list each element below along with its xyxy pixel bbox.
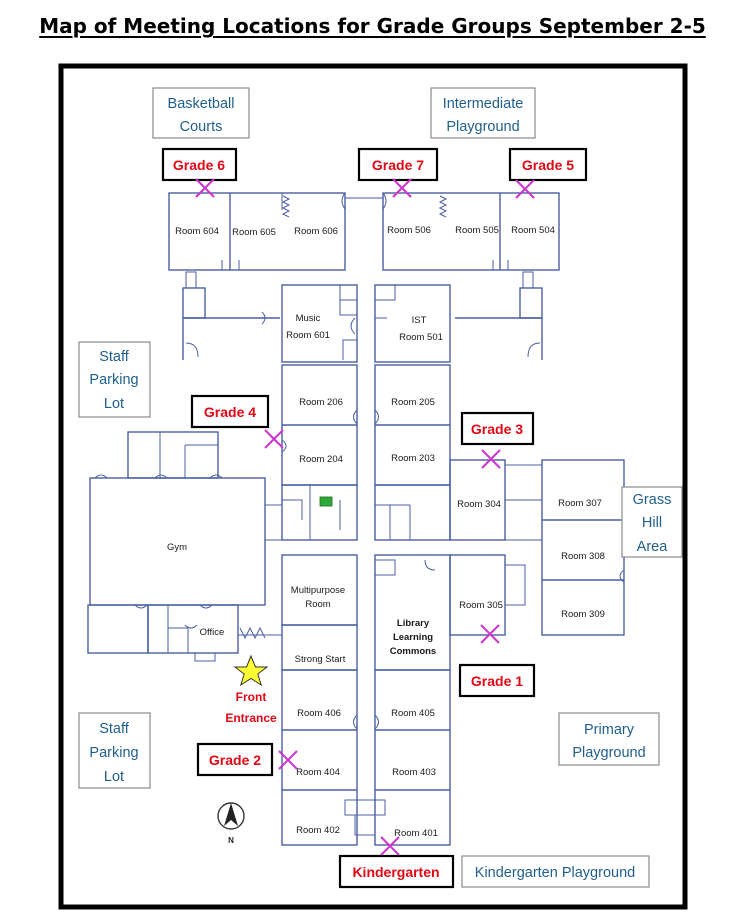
svg-text:Grade 1: Grade 1 <box>471 673 523 689</box>
room-405: Room 405 <box>391 708 435 719</box>
front-entrance: Front Entrance <box>225 654 277 725</box>
area-basketball-courts: Basketball Courts <box>152 87 250 139</box>
svg-text:Hill: Hill <box>642 515 662 531</box>
room-304: Room 304 <box>457 499 501 510</box>
svg-text:Playground: Playground <box>446 119 519 135</box>
area-staff-parking-top: Staff Parking Lot <box>78 341 151 418</box>
svg-text:Front: Front <box>236 690 267 704</box>
room-308: Room 308 <box>561 551 605 562</box>
grade-5-label: Grade 5 <box>508 147 588 182</box>
x-mark-icon <box>392 178 412 198</box>
compass-icon: N <box>217 802 245 845</box>
room-204: Room 204 <box>299 454 343 465</box>
x-mark-icon <box>264 429 284 449</box>
room-gym: Gym <box>167 542 187 553</box>
library-learning-commons: Library <box>397 618 430 629</box>
svg-text:Courts: Courts <box>180 119 223 135</box>
room-504: Room 504 <box>511 225 555 236</box>
x-mark-icon <box>380 836 400 856</box>
kindergarten-label: Kindergarten <box>338 854 455 889</box>
grade-4-label: Grade 4 <box>190 394 270 429</box>
svg-text:Parking: Parking <box>89 372 138 388</box>
svg-text:Staff: Staff <box>99 349 130 365</box>
grade-1-label: Grade 1 <box>458 663 536 698</box>
area-primary-playground: Primary Playground <box>558 712 660 766</box>
room-604: Room 604 <box>175 226 219 237</box>
room-401: Room 401 <box>394 828 438 839</box>
svg-text:Parking: Parking <box>89 745 138 761</box>
svg-text:Kindergarten Playground: Kindergarten Playground <box>475 865 635 881</box>
star-icon <box>233 654 269 687</box>
x-mark-icon <box>515 179 535 199</box>
room-strong-start: Strong Start <box>295 654 346 665</box>
svg-text:Grade 7: Grade 7 <box>372 157 424 173</box>
room-305: Room 305 <box>459 600 503 611</box>
room-501: Room 501 <box>399 332 443 343</box>
building-walls <box>87 192 625 846</box>
svg-text:Kindergarten: Kindergarten <box>352 864 439 880</box>
room-203: Room 203 <box>391 453 435 464</box>
room-206: Room 206 <box>299 397 343 408</box>
room-601: Room 601 <box>286 330 330 341</box>
room-music: Music <box>296 313 321 324</box>
room-402: Room 402 <box>296 825 340 836</box>
elevator-icon <box>319 496 333 507</box>
svg-text:Learning: Learning <box>393 632 433 643</box>
map-frame <box>58 63 688 910</box>
area-grass-hill: Grass Hill Area <box>621 486 683 558</box>
area-intermediate-playground: Intermediate Playground <box>430 87 536 139</box>
grade-3-label: Grade 3 <box>460 411 535 446</box>
x-mark-icon <box>195 178 215 198</box>
svg-text:Grade 5: Grade 5 <box>522 157 574 173</box>
compass-north-label: N <box>228 836 234 845</box>
room-404: Room 404 <box>296 767 340 778</box>
svg-text:Room: Room <box>305 599 330 610</box>
svg-text:Primary: Primary <box>584 722 635 738</box>
svg-text:Commons: Commons <box>390 646 436 657</box>
room-ist: IST <box>412 315 427 326</box>
room-606: Room 606 <box>294 226 338 237</box>
room-office: Office <box>200 627 225 638</box>
grade-2-label: Grade 2 <box>196 742 274 777</box>
room-205: Room 205 <box>391 397 435 408</box>
room-506: Room 506 <box>387 225 431 236</box>
room-multipurpose: Multipurpose <box>291 585 345 596</box>
room-403: Room 403 <box>392 767 436 778</box>
x-mark-icon <box>480 624 500 644</box>
svg-text:Area: Area <box>637 539 669 555</box>
svg-text:Grade 6: Grade 6 <box>173 157 225 173</box>
svg-text:Basketball: Basketball <box>168 96 235 112</box>
area-kindergarten-playground: Kindergarten Playground <box>461 855 650 888</box>
svg-text:Playground: Playground <box>572 745 645 761</box>
page-title: Map of Meeting Locations for Grade Group… <box>39 14 706 38</box>
grade-6-label: Grade 6 <box>161 147 238 182</box>
svg-text:Intermediate: Intermediate <box>443 96 524 112</box>
room-307: Room 307 <box>558 498 602 509</box>
room-labels: Room 604 Room 605 Room 606 Room 506 Room… <box>167 225 605 839</box>
room-505: Room 505 <box>455 225 499 236</box>
svg-text:Grade 2: Grade 2 <box>209 752 261 768</box>
svg-text:Grade 3: Grade 3 <box>471 421 523 437</box>
svg-text:Grass: Grass <box>633 492 672 508</box>
svg-text:Grade 4: Grade 4 <box>204 404 256 420</box>
room-605: Room 605 <box>232 227 276 238</box>
room-309: Room 309 <box>561 609 605 620</box>
grade-7-label: Grade 7 <box>357 147 439 182</box>
x-mark-icon <box>278 750 298 770</box>
x-mark-icon <box>481 449 501 469</box>
area-staff-parking-bottom: Staff Parking Lot <box>78 712 151 789</box>
svg-text:Entrance: Entrance <box>225 711 277 725</box>
svg-text:Lot: Lot <box>104 769 124 785</box>
room-406: Room 406 <box>297 708 341 719</box>
svg-text:Lot: Lot <box>104 396 124 412</box>
svg-text:Staff: Staff <box>99 721 130 737</box>
